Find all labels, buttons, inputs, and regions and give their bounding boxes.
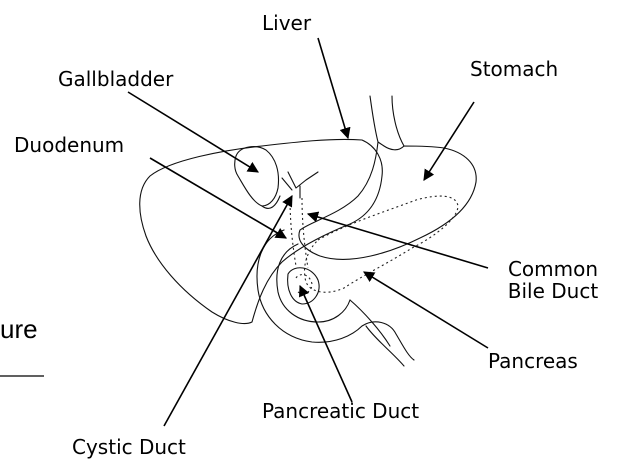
esophagus [370,96,404,146]
duodenum-leader [150,158,286,238]
cystic-duct-leader [164,196,292,426]
pancreatic-duct-label: Pancreatic Duct [262,400,419,422]
pancreatic-duct-leader [300,286,352,402]
cystic-duct-label: Cystic Duct [72,436,186,458]
pancreas-outline [305,196,459,292]
gallbladder-leader [128,92,258,172]
liver-label: Liver [262,12,311,34]
pancreas-leader [364,272,488,348]
duodenum-outline [257,230,414,360]
ampulla-inner [296,275,312,294]
stomach-label: Stomach [470,58,558,80]
common-bile-duct-label: Common Bile Duct [496,258,610,302]
stomach-leader [424,102,474,180]
liver-outline [140,139,383,323]
hepatic-ducts [282,172,318,198]
gallbladder-label: Gallbladder [58,68,173,90]
pancreas-label: Pancreas [488,350,578,372]
ampulla [288,268,319,304]
common-bile-duct-label-line2: Bile Duct [496,280,610,302]
slide-title-fragment: ure [0,318,38,340]
common-bile-duct-label-line1: Common [496,258,610,280]
liver-leader [318,38,348,138]
common-bile-duct-leader [308,214,488,268]
gallbladder-outline [235,147,279,206]
duodenum-label: Duodenum [14,134,124,156]
stomach-outline [299,142,476,259]
